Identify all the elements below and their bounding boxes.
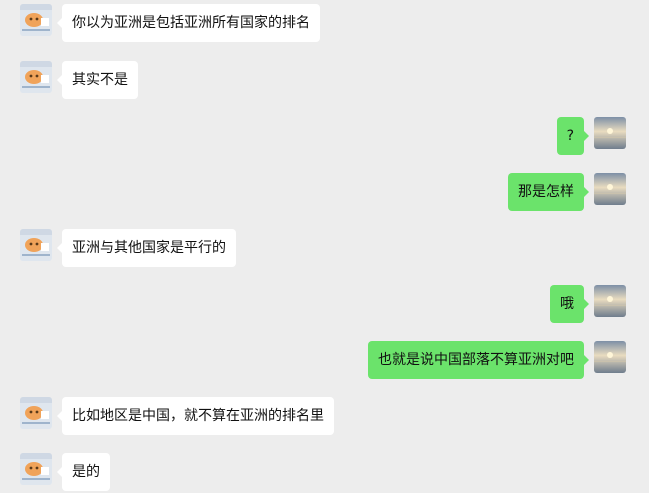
cartoon-avatar-icon bbox=[20, 61, 52, 93]
cartoon-avatar-icon bbox=[20, 4, 52, 36]
message-bubble-incoming[interactable]: 亚洲与其他国家是平行的 bbox=[57, 229, 236, 267]
contact-avatar[interactable] bbox=[20, 61, 52, 93]
cartoon-avatar-icon bbox=[20, 453, 52, 485]
sunset-avatar-icon bbox=[594, 173, 626, 205]
contact-avatar[interactable] bbox=[20, 397, 52, 429]
message-bubble-incoming[interactable]: 是的 bbox=[57, 453, 110, 491]
cartoon-avatar-icon bbox=[20, 229, 52, 261]
message-bubble-incoming[interactable]: 你以为亚洲是包括亚洲所有国家的排名 bbox=[57, 4, 320, 42]
message-bubble-outgoing[interactable]: ? bbox=[556, 117, 590, 155]
message-bubble-incoming[interactable]: 比如地区是中国，就不算在亚洲的排名里 bbox=[57, 397, 334, 435]
sunset-avatar-icon bbox=[594, 117, 626, 149]
contact-avatar[interactable] bbox=[20, 4, 52, 36]
cartoon-avatar-icon bbox=[20, 397, 52, 429]
my-avatar[interactable] bbox=[594, 117, 626, 149]
sunset-avatar-icon bbox=[594, 341, 626, 373]
message-bubble-incoming[interactable]: 其实不是 bbox=[57, 61, 138, 99]
message-bubble-outgoing[interactable]: 也就是说中国部落不算亚洲对吧 bbox=[368, 341, 589, 379]
my-avatar[interactable] bbox=[594, 285, 626, 317]
contact-avatar[interactable] bbox=[20, 229, 52, 261]
contact-avatar[interactable] bbox=[20, 453, 52, 485]
sunset-avatar-icon bbox=[594, 285, 626, 317]
message-bubble-outgoing[interactable]: 那是怎样 bbox=[508, 173, 589, 211]
message-bubble-outgoing[interactable]: 哦 bbox=[550, 285, 589, 323]
my-avatar[interactable] bbox=[594, 173, 626, 205]
my-avatar[interactable] bbox=[594, 341, 626, 373]
